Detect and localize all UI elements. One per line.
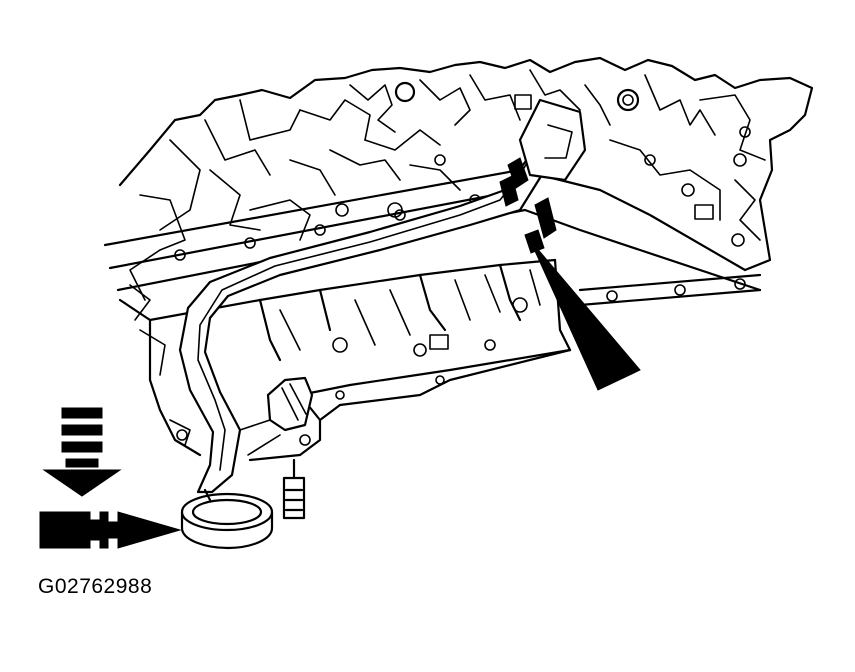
oil-pickup-screen <box>180 488 274 550</box>
right-arrow-icon <box>39 511 182 549</box>
callout-arrow-icon <box>529 239 641 391</box>
down-arrow-icon <box>42 407 122 497</box>
bracket-bolt <box>282 458 306 520</box>
oil-pickup-tube <box>178 98 587 494</box>
figure-id: G02762988 <box>38 575 153 598</box>
oil-pan <box>118 258 572 462</box>
